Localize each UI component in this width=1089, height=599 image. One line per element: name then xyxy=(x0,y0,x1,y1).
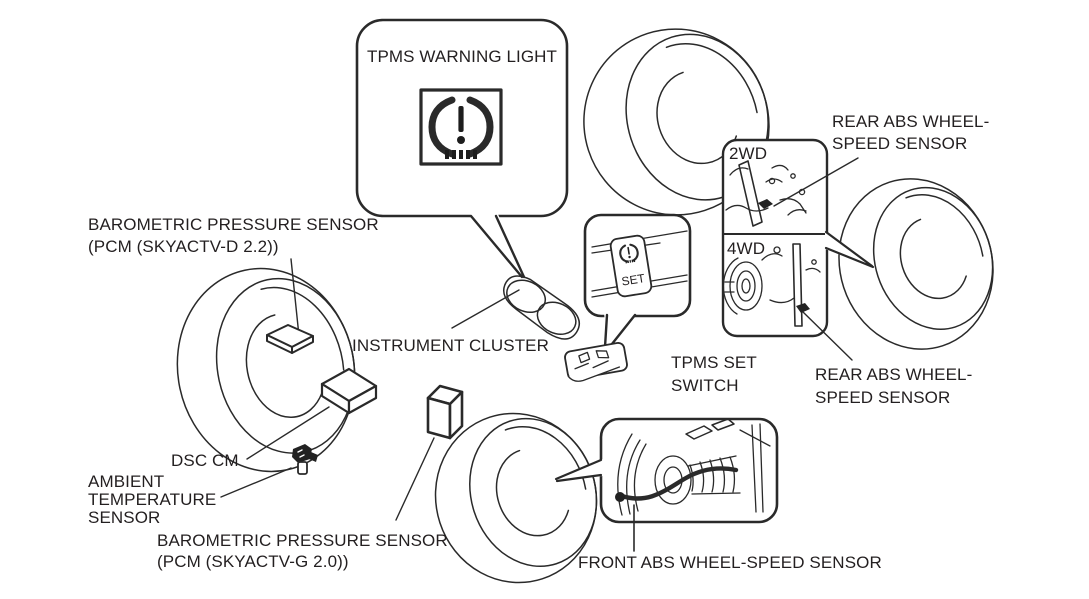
front-abs-callout xyxy=(554,417,779,552)
barometric-g20-label: BAROMETRIC PRESSURE SENSOR (PCM (SKYACTV… xyxy=(157,531,448,571)
view-4wd-label: 4WD xyxy=(727,239,766,258)
rear-abs-lower-leader xyxy=(802,311,853,361)
tpms-warning-light-label: TPMS WARNING LIGHT xyxy=(366,47,558,66)
set-button-label: SET xyxy=(621,271,647,289)
tpms-set-switch-art xyxy=(564,342,628,382)
tpms-set-switch-callout: SET xyxy=(583,213,692,351)
tpms-warning-light-icon xyxy=(419,88,503,166)
tpms-warning-light-callout xyxy=(355,18,569,279)
ambient-temperature-sensor-label: AMBIENT TEMPERATURE SENSOR xyxy=(88,472,217,527)
rear-abs-upper-label: REAR ABS WHEEL- SPEED SENSOR xyxy=(832,112,990,153)
tpms-set-button: SET xyxy=(609,234,653,298)
barometric-d22-label: BAROMETRIC PRESSURE SENSOR (PCM (SKYACTV… xyxy=(88,215,379,256)
rear-suspension-views-box xyxy=(721,138,875,338)
dsc-cm-art xyxy=(246,367,378,460)
view-2wd-art xyxy=(725,160,807,227)
view-2wd-label: 2WD xyxy=(729,144,768,163)
tire-right-rear xyxy=(838,178,994,350)
front-abs-art xyxy=(615,418,771,516)
tpms-set-switch-label: TPMS SET SWITCH xyxy=(671,353,757,395)
rear-abs-lower-label: REAR ABS WHEEL- SPEED SENSOR xyxy=(815,365,973,407)
ambient-temperature-sensor-art xyxy=(220,444,318,498)
barometric-pressure-sensor-g20-art xyxy=(395,384,464,521)
instrument-cluster-art xyxy=(451,275,581,340)
barometric-pressure-sensor-d22-art xyxy=(266,258,314,354)
view-4wd-art xyxy=(722,243,821,327)
rear-abs-upper-leader xyxy=(773,157,859,207)
front-abs-label: FRONT ABS WHEEL-SPEED SENSOR xyxy=(578,553,882,572)
instrument-cluster-label: INSTRUMENT CLUSTER xyxy=(352,336,550,355)
dsc-cm-label: DSC CM xyxy=(171,451,239,470)
